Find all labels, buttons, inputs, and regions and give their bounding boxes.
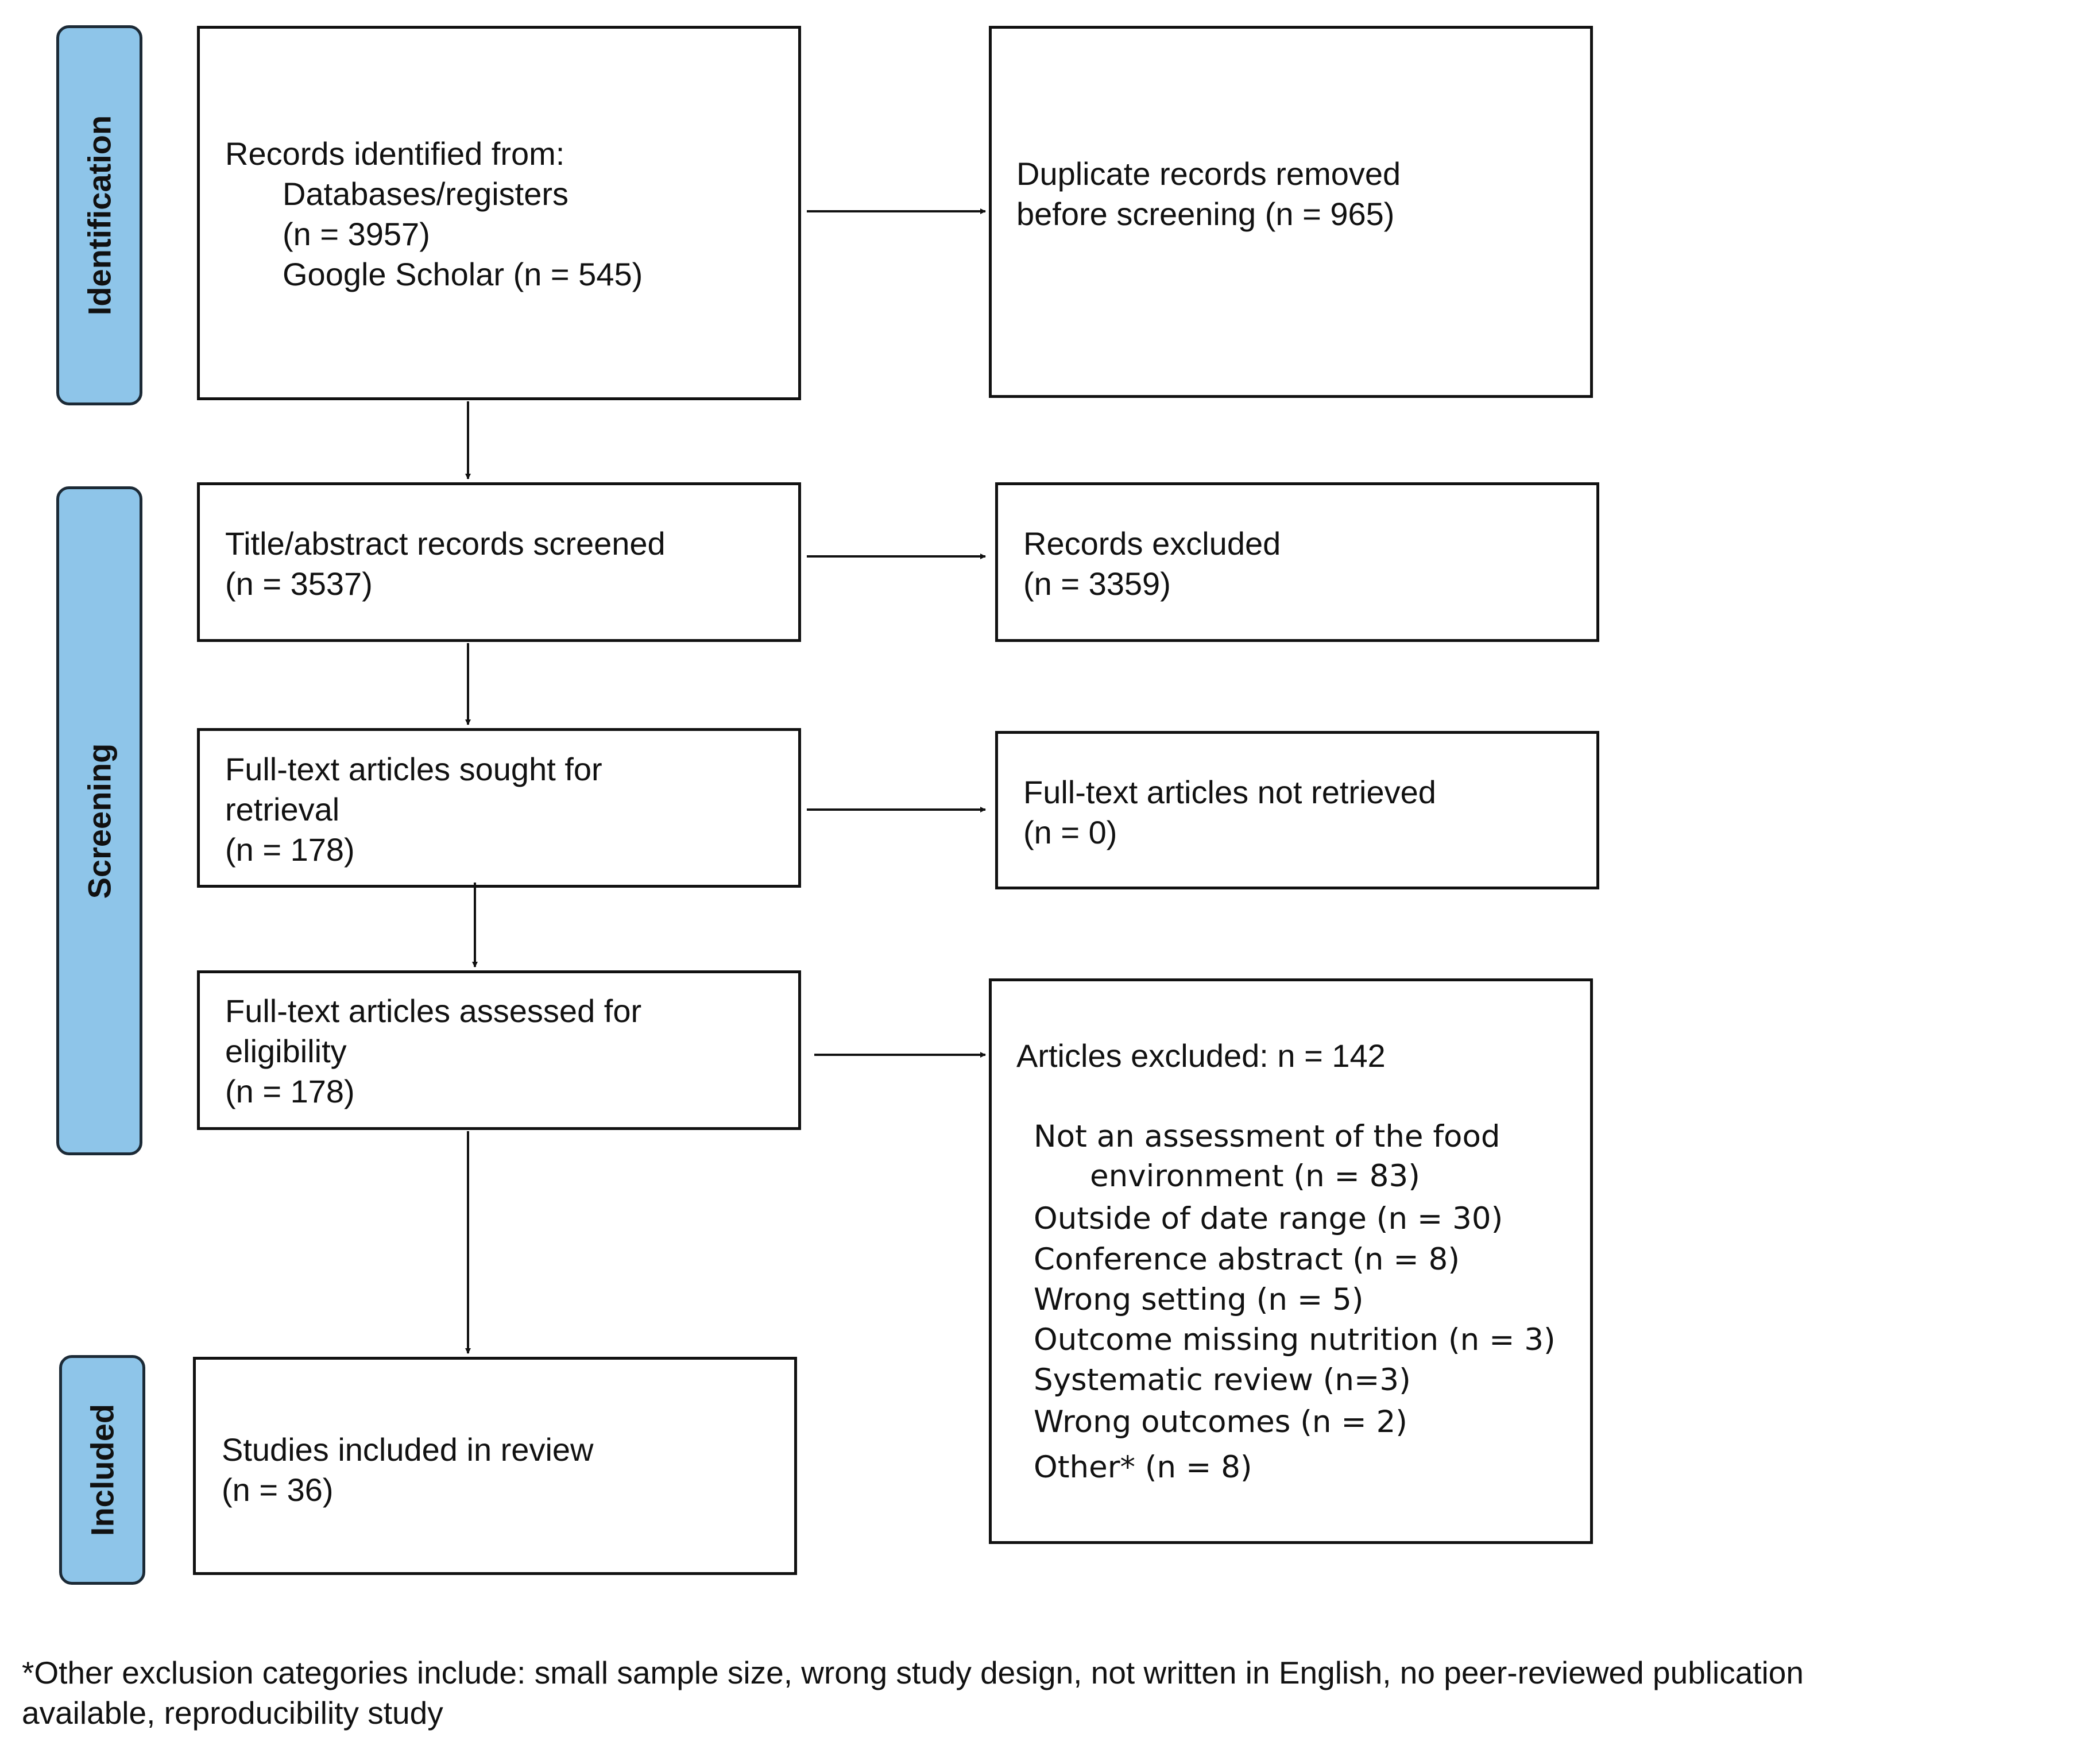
exclusion-reason: Not an assessment of the food [1034, 1119, 1500, 1154]
records-identified-box [197, 26, 801, 400]
exclusion-reason: Other* (n = 8) [1034, 1450, 1252, 1485]
assessed-eligibility-line1: Full-text articles assessed for [225, 993, 642, 1029]
records-screened-line2: (n = 3537) [225, 566, 373, 602]
sought-retrieval-line1: Full-text articles sought for [225, 751, 602, 787]
not-retrieved-line1: Full-text articles not retrieved [1023, 774, 1436, 810]
stage-screening: Screening [56, 486, 142, 1155]
duplicates-removed-box [989, 26, 1593, 398]
records-screened-line1: Title/abstract records screened [225, 525, 666, 562]
exclusion-reason: Outcome missing nutrition (n = 3) [1034, 1322, 1556, 1357]
exclusion-reason: Outside of date range (n = 30) [1034, 1201, 1503, 1236]
records-screened-box [197, 482, 801, 642]
sought-retrieval-box [197, 728, 801, 888]
sought-retrieval-line2: retrieval [225, 791, 340, 827]
records-excluded-line1: Records excluded [1023, 525, 1281, 562]
records-identified-line3: (n = 3957) [283, 216, 430, 252]
exclusion-reason: Conference abstract (n = 8) [1034, 1242, 1460, 1277]
records-excluded-line2: (n = 3359) [1023, 566, 1171, 602]
stage-identification: Identification [56, 25, 142, 405]
sought-retrieval-line3: (n = 178) [225, 831, 355, 868]
footnote-line2: available, reproducibility study [22, 1695, 443, 1731]
records-identified-line4: Google Scholar (n = 545) [283, 256, 643, 292]
articles-excluded-heading: Articles excluded: n = 142 [1016, 1038, 1386, 1074]
not-retrieved-line2: (n = 0) [1023, 814, 1117, 850]
duplicates-removed-line2: before screening (n = 965) [1016, 196, 1395, 232]
exclusion-reason: environment (n = 83) [1090, 1159, 1420, 1194]
duplicates-removed-line1: Duplicate records removed [1016, 156, 1401, 192]
assessed-eligibility-line2: eligibility [225, 1033, 347, 1069]
records-excluded-box [995, 482, 1599, 642]
records-identified-line1: Records identified from: [225, 136, 565, 172]
studies-included-line1: Studies included in review [222, 1431, 594, 1468]
stage-included: Included [59, 1355, 145, 1585]
studies-included-box [193, 1357, 797, 1575]
exclusion-reason: Systematic review (n=3) [1034, 1363, 1411, 1398]
exclusion-reason: Wrong outcomes (n = 2) [1034, 1404, 1407, 1439]
studies-included-line2: (n = 36) [222, 1472, 334, 1508]
articles-excluded-box [989, 978, 1593, 1544]
assessed-eligibility-line3: (n = 178) [225, 1073, 355, 1109]
assessed-eligibility-box [197, 970, 801, 1130]
exclusion-reason: Wrong setting (n = 5) [1034, 1282, 1364, 1317]
not-retrieved-box [995, 731, 1599, 889]
footnote: *Other exclusion categories include: sma… [22, 1653, 1804, 1733]
records-identified-line2: Databases/registers [283, 176, 569, 212]
footnote-line1: *Other exclusion categories include: sma… [22, 1655, 1804, 1690]
